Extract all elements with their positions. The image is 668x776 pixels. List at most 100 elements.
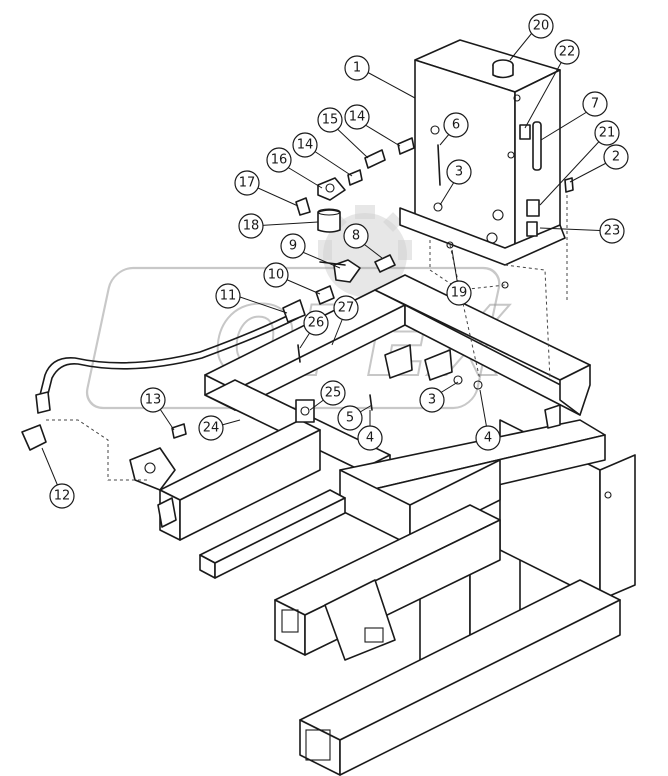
- callout-26: 26: [303, 310, 329, 336]
- svg-text:27: 27: [338, 301, 355, 316]
- svg-text:18: 18: [243, 219, 260, 234]
- callout-27: 27: [333, 295, 359, 321]
- tank-port-2: [492, 209, 504, 221]
- ball-valve: [333, 259, 361, 283]
- callout-2: 2: [603, 144, 629, 170]
- svg-text:12: 12: [54, 489, 71, 504]
- svg-text:9: 9: [289, 239, 297, 254]
- svg-text:23: 23: [604, 224, 621, 239]
- washer: [433, 202, 443, 212]
- callout-7: 7: [582, 91, 608, 117]
- svg-text:26: 26: [308, 316, 325, 331]
- hitch-slot: [364, 627, 384, 643]
- coupler-bracket: [157, 497, 177, 528]
- elbow-17: [295, 197, 311, 216]
- hose-end-bottom: [35, 391, 51, 414]
- callout-14b: 14: [292, 132, 318, 158]
- tank-port: [430, 125, 440, 135]
- svg-text:2: 2: [612, 150, 620, 165]
- callout-20: 20: [528, 13, 554, 39]
- svg-text:4: 4: [366, 431, 374, 446]
- stud: [437, 144, 441, 186]
- lower-tube-opening: [305, 729, 331, 761]
- fitting-14-low: [347, 169, 363, 186]
- main-frame: [129, 274, 636, 776]
- callout-18: 18: [238, 213, 264, 239]
- svg-text:14: 14: [297, 138, 314, 153]
- callout-23: 23: [599, 218, 625, 244]
- tank-port-5: [513, 94, 521, 102]
- svg-text:3: 3: [428, 393, 436, 408]
- callout-17: 17: [234, 170, 260, 196]
- hydraulic-hose: [39, 311, 296, 396]
- callout-4a: 4: [357, 425, 383, 451]
- tube-opening: [281, 609, 299, 633]
- pin-26: [297, 344, 301, 363]
- callout-14a: 14: [344, 104, 370, 130]
- svg-text:15: 15: [322, 113, 339, 128]
- svg-text:6: 6: [452, 118, 460, 133]
- svg-text:19: 19: [451, 286, 468, 301]
- svg-text:5: 5: [346, 411, 354, 426]
- label-21: [526, 199, 540, 217]
- callout-3a: 3: [446, 159, 472, 185]
- sight-gauge: [532, 121, 542, 171]
- callout-21: 21: [594, 120, 620, 146]
- bolt-hole: [604, 491, 612, 499]
- callout-16: 16: [266, 147, 292, 173]
- filter-head: [317, 177, 346, 201]
- filler-cap-body: [492, 65, 514, 79]
- callout-10: 10: [263, 262, 289, 288]
- svg-text:1: 1: [353, 61, 361, 76]
- rear-plate-side: [599, 454, 636, 601]
- callout-9: 9: [280, 233, 306, 259]
- callout-12: 12: [49, 483, 75, 509]
- hose-end-11: [282, 299, 306, 323]
- callout-22: 22: [554, 39, 580, 65]
- coupler-block: [129, 447, 176, 491]
- fitting-14-top: [397, 137, 415, 155]
- svg-text:21: 21: [599, 126, 616, 141]
- callout-13: 13: [140, 387, 166, 413]
- svg-text:11: 11: [220, 289, 237, 304]
- assembly-lines: [46, 195, 568, 481]
- filter-element: [317, 209, 341, 233]
- washer-3: [453, 375, 463, 385]
- hitch-bracket: [324, 579, 396, 661]
- svg-text:8: 8: [352, 229, 360, 244]
- pin-5: [369, 394, 373, 411]
- valve-handle: [319, 261, 346, 266]
- svg-text:16: 16: [271, 153, 288, 168]
- lower-tube-face: [339, 599, 621, 776]
- svg-text:4: 4: [484, 431, 492, 446]
- svg-text:25: 25: [325, 386, 342, 401]
- bracket-center: [384, 344, 413, 379]
- callout-6: 6: [443, 112, 469, 138]
- svg-text:20: 20: [533, 19, 550, 34]
- svg-text:24: 24: [203, 421, 220, 436]
- fitting-10: [315, 285, 335, 305]
- tank-base-flange: [399, 207, 566, 266]
- label-22: [519, 124, 531, 140]
- svg-text:14: 14: [349, 110, 366, 125]
- svg-text:10: 10: [268, 268, 285, 283]
- bracket-25: [295, 399, 315, 423]
- callout-25: 25: [320, 380, 346, 406]
- fitting-15: [364, 149, 386, 169]
- svg-text:3: 3: [455, 165, 463, 180]
- svg-text:22: 22: [559, 45, 576, 60]
- callout-3b: 3: [419, 387, 445, 413]
- coupler-port: [144, 462, 156, 474]
- tank-port-4: [507, 151, 515, 159]
- breather: [564, 177, 574, 193]
- callouts: 1 2 3 3 4 4 5 6 7 8 9 10 11 12 13 14 14 …: [49, 13, 629, 509]
- left-lower-arm-face: [214, 497, 346, 579]
- callout-5: 5: [337, 405, 363, 431]
- callout-15: 15: [317, 107, 343, 133]
- callout-19: 19: [446, 280, 472, 306]
- callout-1: 1: [344, 55, 370, 81]
- label-23: [526, 221, 538, 237]
- tank-port-3: [486, 232, 498, 244]
